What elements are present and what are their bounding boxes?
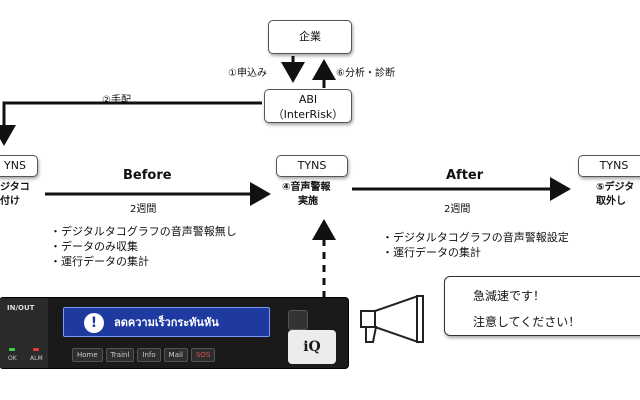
abi-label: ABI (298, 93, 318, 106)
ok-label: OK (8, 355, 17, 362)
alert-bubble: 急減速です！ 注意してください！ (444, 276, 640, 336)
sos-button[interactable]: SOS (190, 348, 216, 362)
center-node-line2: 実施 (298, 196, 318, 207)
screen-text: ลดความเร็วกระทันหัน (114, 316, 219, 329)
info-button[interactable]: Info (137, 348, 161, 362)
device-side-panel: IN/OUT OK ALM (0, 298, 48, 368)
center-node-line1: ④音声警報 (282, 182, 331, 193)
alert-line1: 急減速です！ (473, 289, 546, 303)
device-logo: iQ (288, 330, 336, 364)
device-screen: ! ลดความเร็วกระทันหัน (63, 307, 270, 337)
center-node-title: TYNS (297, 159, 327, 172)
arrow-arrange (0, 101, 262, 146)
right-node-title: TYNS (599, 159, 629, 172)
after-period: 2週間 (444, 204, 471, 215)
left-node-line2: 付け (0, 196, 20, 207)
megaphone-icon (360, 294, 424, 344)
warning-icon: ! (84, 313, 104, 333)
company-box: 企業 (268, 20, 352, 54)
before-note: ・データのみ収集 (50, 240, 138, 253)
device-button-row: Home Trainl Info Mail SOS (72, 348, 216, 362)
before-note: ・デジタルタコグラフの音声警報無し (50, 225, 237, 238)
home-button[interactable]: Home (72, 348, 103, 362)
company-label: 企業 (299, 30, 321, 43)
before-note: ・運行データの集計 (50, 255, 149, 268)
after-notes: ・デジタルタコグラフの音声警報設定 ・運行データの集計 (382, 230, 569, 260)
after-note: ・運行データの集計 (382, 246, 481, 259)
center-node-box: TYNS (276, 155, 348, 177)
mail-button[interactable]: Mail (163, 348, 188, 362)
before-period: 2週間 (130, 204, 157, 215)
right-node-line2: 取外し (596, 196, 626, 207)
abi-sublabel: （InterRisk） (272, 108, 344, 121)
train-button[interactable]: Trainl (105, 348, 135, 362)
ok-led (9, 348, 15, 351)
right-node-line1: ⑤デジタ (596, 182, 635, 193)
step6-label: ⑥分析・診断 (336, 68, 395, 79)
device-speaker-icon (288, 310, 308, 330)
step2-label: ②手配 (102, 95, 131, 106)
left-node-title: YNS (4, 159, 26, 172)
right-node-box: TYNS (578, 155, 640, 177)
step1-label: ①申込み (228, 68, 267, 79)
before-label: Before (123, 168, 172, 183)
before-notes: ・デジタルタコグラフの音声警報無し ・データのみ収集 ・運行データの集計 (50, 224, 237, 269)
abi-box: ABI （InterRisk） (264, 89, 352, 123)
inout-label: IN/OUT (7, 304, 35, 312)
alm-label: ALM (30, 355, 43, 362)
after-note: ・デジタルタコグラフの音声警報設定 (382, 231, 569, 244)
left-node-line1: ジタコ (0, 182, 30, 193)
after-label: After (446, 168, 484, 183)
alert-line2: 注意してください！ (473, 315, 581, 329)
alm-led (33, 348, 39, 351)
left-node-box: YNS (0, 155, 38, 177)
